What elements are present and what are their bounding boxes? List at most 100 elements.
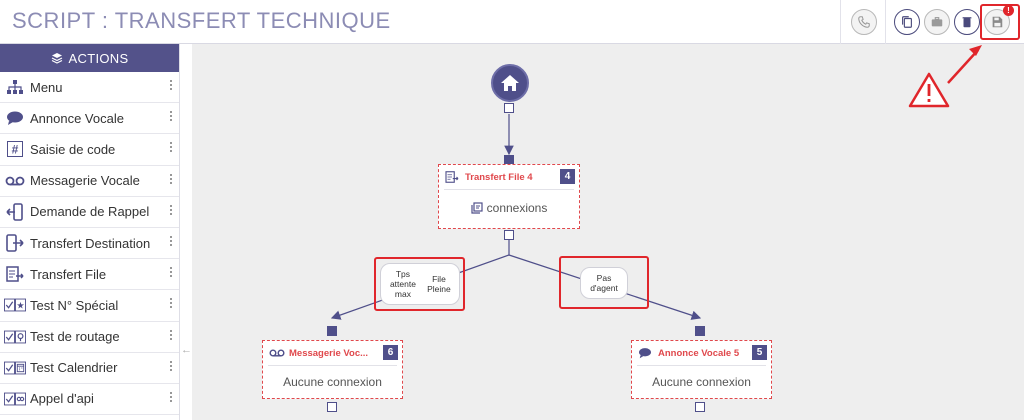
drag-handle-icon[interactable] — [169, 360, 173, 371]
transfert-input-port[interactable] — [504, 155, 514, 165]
condition-highlight-right — [559, 256, 649, 309]
condition-pill-left[interactable]: Tps attente max File Pleine — [380, 263, 460, 305]
condition-pill-right[interactable]: Pas d'agent — [580, 267, 628, 299]
drag-handle-icon[interactable] — [169, 173, 173, 184]
svg-text:#: # — [12, 143, 19, 157]
voicemail-icon — [4, 172, 26, 190]
node-body: connexions — [444, 189, 574, 226]
messagerie-input-port[interactable] — [327, 326, 337, 336]
start-output-port[interactable] — [504, 103, 514, 113]
sidebar-item-label: Messagerie Vocale — [30, 173, 140, 189]
condition-label-file-pleine: File Pleine — [427, 274, 451, 294]
sidebar-item-saisie-de-code[interactable]: # Saisie de code — [0, 134, 179, 166]
sidebar-item-label: Menu — [30, 79, 63, 95]
node-header: Transfert File 4 4 — [439, 165, 579, 189]
sidebar-item-label: Transfert File — [30, 266, 107, 282]
sidebar-item-transfert-file[interactable]: Transfert File — [0, 259, 179, 291]
phone-button[interactable] — [851, 9, 877, 35]
copy-button[interactable] — [894, 9, 920, 35]
sidebar-item-demande-de-rappel[interactable]: Demande de Rappel — [0, 197, 179, 228]
node-header: Messagerie Voc... 6 — [263, 341, 402, 365]
sidebar-item-test-special[interactable]: ★ Test N° Spécial — [0, 290, 179, 322]
node-title: Messagerie Voc... — [289, 347, 369, 359]
drag-handle-icon[interactable] — [169, 298, 173, 309]
node-body: Aucune connexion — [637, 365, 766, 397]
condition-label-tps-attente: Tps attente max — [389, 269, 416, 299]
sitemap-icon — [4, 78, 26, 96]
save-badge: ! — [1003, 5, 1014, 16]
sidebar-item-label: Saisie de code — [30, 141, 116, 157]
node-connections-text: connexions — [486, 201, 548, 215]
speech-bubble-icon — [639, 348, 651, 359]
briefcase-icon — [931, 17, 943, 27]
briefcase-button[interactable] — [924, 9, 950, 35]
callback-icon — [4, 203, 26, 221]
voicemail-icon — [269, 349, 285, 357]
node-header: Annonce Vocale 5 5 — [632, 341, 771, 365]
sidebar-item-appel-api[interactable]: Appel d'api — [0, 384, 179, 416]
test-star-icon: ★ — [4, 296, 26, 314]
test-calendar-icon — [4, 359, 26, 377]
annonce-output-port[interactable] — [695, 402, 705, 412]
sidebar-item-label: Demande de Rappel — [30, 204, 150, 220]
test-route-icon — [4, 328, 26, 346]
sidebar-item-label: Test Calendrier — [30, 360, 118, 376]
actions-sidebar: ACTIONS Menu Annonce Vocale # Saisie de … — [0, 44, 180, 420]
delete-button[interactable] — [954, 9, 980, 35]
node-messagerie-vocale[interactable]: Messagerie Voc... 6 Aucune connexion — [262, 340, 403, 399]
node-number: 5 — [752, 345, 767, 360]
sidebar-item-label: Test N° Spécial — [30, 297, 119, 313]
copy-icon — [902, 16, 912, 28]
node-connections-text: Aucune connexion — [283, 374, 382, 389]
drag-handle-icon[interactable] — [169, 204, 173, 215]
sidebar-title: ACTIONS — [68, 50, 129, 66]
node-number: 4 — [560, 169, 575, 184]
sidebar-header: ACTIONS — [0, 44, 179, 72]
sidebar-item-test-calendrier[interactable]: Test Calendrier — [0, 353, 179, 384]
sidebar-item-label: Appel d'api — [30, 391, 94, 407]
save-icon — [992, 16, 1003, 28]
home-icon — [501, 75, 519, 91]
connections-icon — [471, 202, 483, 214]
sidebar-item-annonce-vocale[interactable]: Annonce Vocale — [0, 103, 179, 135]
layers-icon — [51, 53, 62, 64]
drag-handle-icon[interactable] — [169, 142, 173, 153]
trash-icon — [962, 17, 972, 28]
drag-handle-icon[interactable] — [169, 80, 173, 90]
messagerie-output-port[interactable] — [327, 402, 337, 412]
sidebar-item-messagerie-vocale[interactable]: Messagerie Vocale — [0, 166, 179, 197]
sidebar-item-transfert-destination[interactable]: Transfert Destination — [0, 228, 179, 260]
svg-text:★: ★ — [16, 301, 24, 312]
start-node[interactable] — [491, 64, 529, 102]
node-connections-text: Aucune connexion — [652, 374, 751, 389]
drag-handle-icon[interactable] — [169, 111, 173, 122]
transfer-destination-icon — [4, 234, 26, 252]
page-title: SCRIPT : TRANSFERT TECHNIQUE — [12, 8, 391, 33]
node-annonce-vocale[interactable]: Annonce Vocale 5 5 Aucune connexion — [631, 340, 772, 399]
drag-handle-icon[interactable] — [169, 329, 173, 340]
pointer-arrow — [947, 49, 979, 84]
header-divider — [885, 0, 886, 44]
drag-handle-icon[interactable] — [169, 267, 173, 278]
condition-highlight-left — [374, 257, 465, 311]
transfer-file-icon — [4, 265, 26, 283]
api-link-icon — [4, 390, 26, 408]
sidebar-item-label: Annonce Vocale — [30, 110, 124, 126]
warning-icon — [908, 72, 950, 108]
drag-handle-icon[interactable] — [169, 391, 173, 402]
sidebar-item-test-de-routage[interactable]: Test de routage — [0, 322, 179, 353]
annonce-input-port[interactable] — [695, 326, 705, 336]
hash-icon: # — [4, 140, 26, 158]
sidebar-item-label: Transfert Destination — [30, 235, 151, 251]
sidebar-item-menu[interactable]: Menu — [0, 72, 179, 104]
transfert-output-port[interactable] — [504, 230, 514, 240]
sidebar-item-label: Test de routage — [30, 329, 120, 345]
top-header: SCRIPT : TRANSFERT TECHNIQUE ! — [0, 0, 1024, 44]
condition-label-pas-agent: Pas d'agent — [590, 273, 618, 293]
node-number: 6 — [383, 345, 398, 360]
node-title: Transfert File 4 — [465, 171, 533, 183]
transfer-file-icon — [445, 171, 459, 183]
node-transfert-file[interactable]: Transfert File 4 4 connexions — [438, 164, 580, 229]
collapse-sidebar-icon[interactable]: ← — [181, 344, 192, 356]
drag-handle-icon[interactable] — [169, 235, 173, 246]
